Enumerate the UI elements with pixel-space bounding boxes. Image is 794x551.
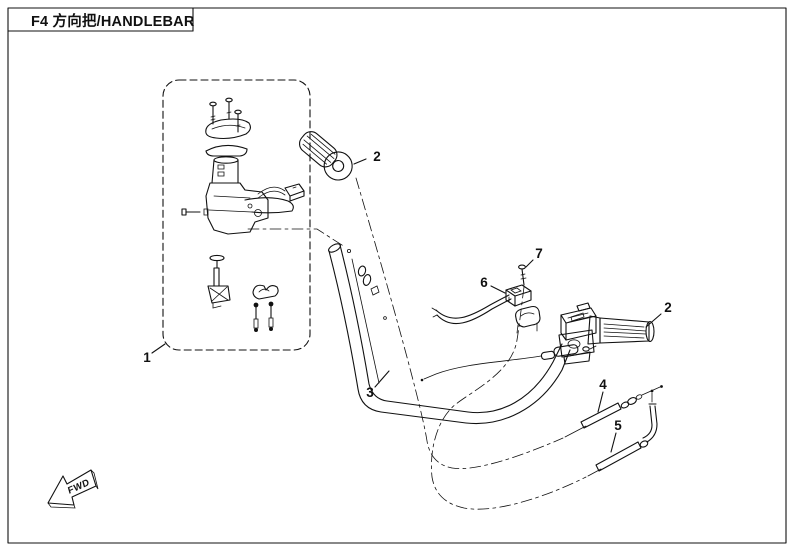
switch-wire-connector	[258, 184, 304, 201]
master-cylinder-assembly-group	[163, 80, 310, 350]
cap-screws	[210, 98, 241, 132]
callout-5: 5	[614, 418, 622, 433]
leader-5	[611, 433, 616, 452]
callout-6: 6	[480, 275, 488, 290]
callouts: 1 2 2 3 4 5 6 7	[143, 149, 672, 452]
page-border	[8, 8, 786, 543]
brake-lever	[245, 198, 293, 213]
group-1-dashed-box	[163, 80, 310, 350]
leader-2b	[646, 314, 661, 327]
right-grip-end	[646, 322, 654, 342]
leader-2a	[354, 159, 366, 164]
fwd-arrow: FWD	[48, 470, 98, 508]
switch-screw-part7	[519, 265, 526, 285]
grip-end-flange	[318, 146, 357, 185]
throttle-cable-4	[565, 385, 663, 437]
callout-4: 4	[599, 377, 607, 392]
callout-1: 1	[143, 350, 151, 365]
routing-line-a	[356, 178, 563, 469]
fwd-arrow-outline	[48, 470, 96, 505]
leader-3	[375, 371, 389, 387]
title-tab: F4 方向把/HANDLEBAR	[8, 8, 195, 31]
locator-line-master-cylinder	[248, 229, 345, 247]
reservoir-cap	[206, 119, 251, 139]
clamp-bolts	[254, 301, 274, 332]
leader-1	[152, 344, 165, 353]
leader-4	[598, 392, 603, 412]
callout-3: 3	[366, 385, 374, 400]
right-grip	[588, 316, 654, 344]
handlebar-clamp	[253, 285, 278, 299]
diaphragm-plate	[206, 145, 247, 156]
handlebar-tube	[248, 229, 570, 424]
callout-2b: 2	[664, 300, 672, 315]
kill-switch-part6	[506, 285, 531, 306]
callout-2a: 2	[373, 149, 381, 164]
right-bar-clamp	[516, 307, 540, 334]
hose-along-bar	[347, 249, 386, 383]
callout-7: 7	[535, 246, 543, 261]
leader-7	[526, 260, 533, 267]
left-grip	[294, 126, 358, 186]
cable-routing	[356, 178, 663, 509]
reservoir-body	[212, 157, 238, 183]
routing-line-b	[431, 287, 586, 509]
leader-6	[491, 286, 505, 293]
master-cylinder-body	[206, 183, 293, 234]
handlebar-left-end	[327, 242, 341, 254]
grip-end-hole	[330, 158, 345, 173]
throttle-cable-adjuster	[420, 344, 596, 382]
throttle-cable-5	[588, 389, 657, 476]
switch-wire-loop	[432, 295, 511, 324]
mirror-mount-stud	[208, 255, 230, 308]
page-title: F4 方向把/HANDLEBAR	[31, 12, 195, 30]
throttle-housing	[559, 303, 596, 364]
pivot-bolt	[182, 209, 208, 215]
